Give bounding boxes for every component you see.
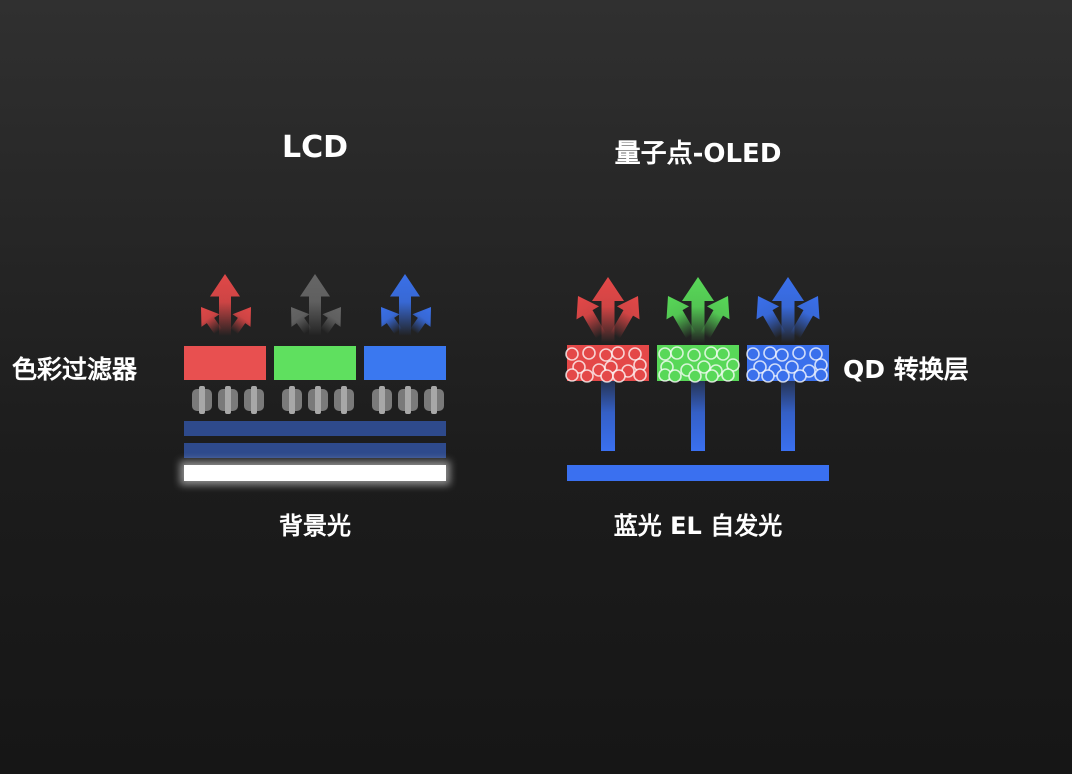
- arrow-icon: [682, 277, 714, 343]
- quantum-dot: [612, 369, 626, 383]
- quantum-dot: [565, 347, 579, 361]
- arrow-icon: [210, 274, 240, 336]
- quantum-dot: [582, 346, 596, 360]
- quantum-dot: [746, 347, 760, 361]
- liquid-crystal-core: [315, 386, 321, 414]
- arrow-icon: [410, 307, 431, 335]
- arrow-icon: [291, 307, 312, 335]
- liquid-crystal-core: [251, 386, 257, 414]
- quantum-dot: [611, 346, 625, 360]
- liquid-crystal-core: [341, 386, 347, 414]
- arrow-icon: [592, 277, 624, 343]
- blue-el-label: 蓝光 EL 自发光: [613, 512, 783, 540]
- arrow-icon: [300, 274, 330, 336]
- quantum-dot: [633, 368, 647, 382]
- lcd-diagram: [180, 274, 450, 485]
- quantum-dot: [793, 369, 807, 383]
- blue-el-emitter-bar: [567, 465, 829, 481]
- arrow-icon: [700, 296, 730, 339]
- quantum-dot: [809, 347, 823, 361]
- liquid-crystal-core: [431, 386, 437, 414]
- quantum-dot: [628, 347, 642, 361]
- polarizer-layer: [184, 421, 446, 436]
- qd-oled-diagram: [565, 277, 829, 481]
- quantum-dot: [746, 368, 760, 382]
- liquid-crystal-core: [225, 386, 231, 414]
- arrow-icon: [381, 307, 402, 335]
- quantum-dot: [580, 369, 594, 383]
- quantum-dot: [716, 347, 730, 361]
- arrow-icon: [390, 274, 420, 336]
- quantum-dot: [814, 368, 828, 382]
- blue-light-beam: [691, 381, 705, 451]
- qd-oled-title: 量子点-OLED: [614, 139, 782, 169]
- backlight-bar: [184, 465, 446, 481]
- color-filter-label: 色彩过滤器: [12, 355, 138, 384]
- arrow-icon: [610, 296, 640, 339]
- liquid-crystal-core: [379, 386, 385, 414]
- quantum-dot: [658, 347, 672, 361]
- arrow-icon: [790, 296, 820, 339]
- backlight-label: 背景光: [279, 512, 351, 540]
- quantum-dot: [761, 369, 775, 383]
- quantum-dot: [785, 360, 799, 374]
- liquid-crystal-core: [289, 386, 295, 414]
- lcd-title: LCD: [281, 130, 349, 165]
- blue-light-beam: [781, 381, 795, 451]
- arrow-icon: [320, 307, 341, 335]
- quantum-dot: [721, 368, 735, 382]
- arrow-icon: [230, 307, 251, 335]
- polarizer-layer: [184, 443, 446, 458]
- quantum-dot: [668, 369, 682, 383]
- quantum-dot: [697, 360, 711, 374]
- quantum-dot: [704, 346, 718, 360]
- quantum-dot: [565, 368, 579, 382]
- quantum-dot: [600, 369, 614, 383]
- quantum-dot: [705, 369, 719, 383]
- quantum-dot: [687, 348, 701, 362]
- arrow-icon: [756, 296, 786, 339]
- arrow-icon: [666, 296, 696, 339]
- quantum-dot: [776, 369, 790, 383]
- quantum-dot: [599, 348, 613, 362]
- quantum-dot: [688, 369, 702, 383]
- liquid-crystal-core: [199, 386, 205, 414]
- arrow-icon: [772, 277, 804, 343]
- quantum-dot: [775, 348, 789, 362]
- quantum-dot: [763, 346, 777, 360]
- color-filter-cell: [184, 346, 266, 380]
- arrow-icon: [576, 296, 606, 339]
- blue-light-beam: [601, 381, 615, 451]
- liquid-crystal-core: [405, 386, 411, 414]
- quantum-dot: [792, 346, 806, 360]
- qd-conversion-label: QD 转换层: [843, 355, 969, 384]
- quantum-dot: [670, 346, 684, 360]
- color-filter-cell: [364, 346, 446, 380]
- arrow-icon: [201, 307, 222, 335]
- color-filter-cell: [274, 346, 356, 380]
